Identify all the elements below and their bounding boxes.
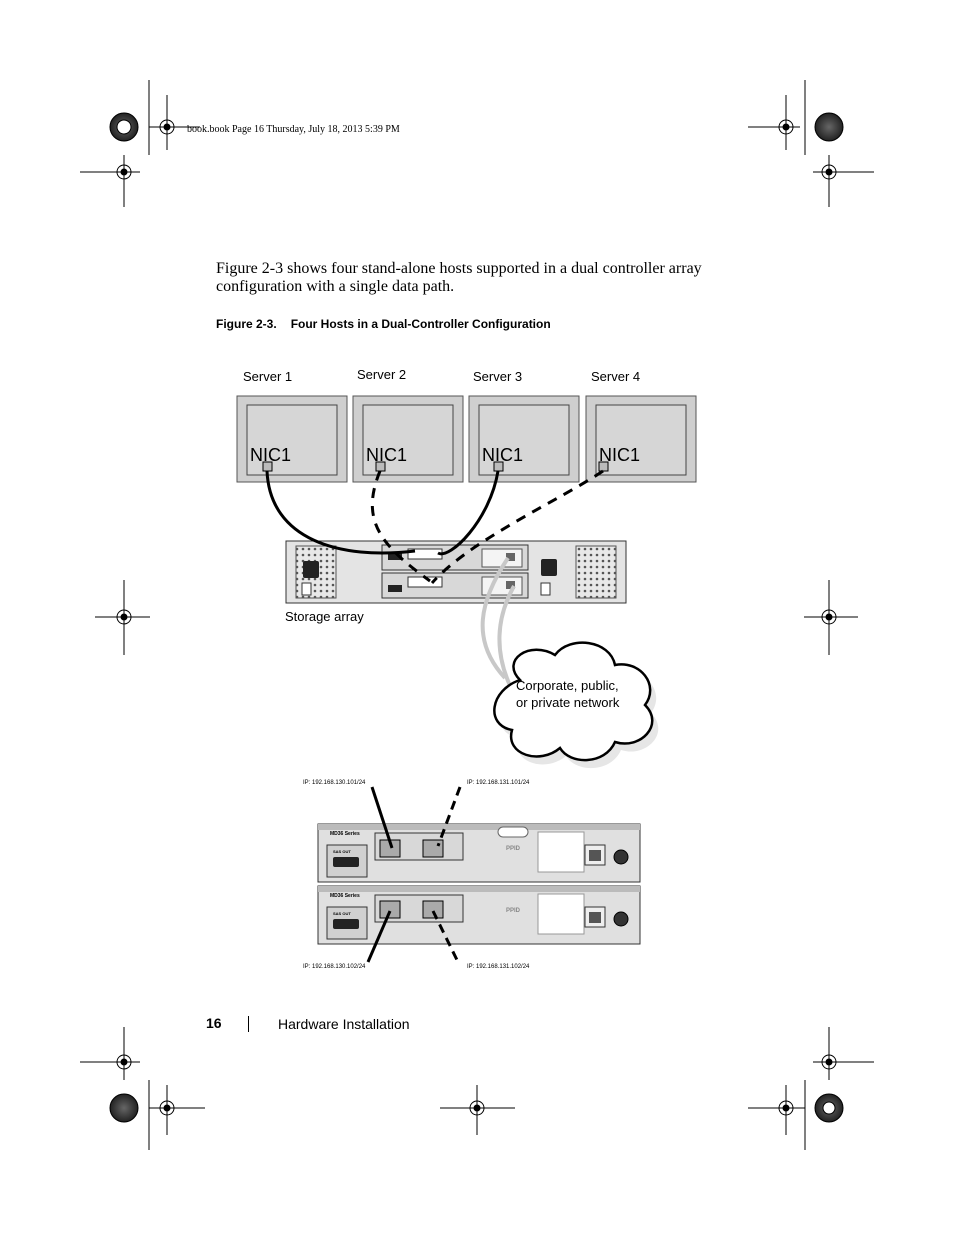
cable-server-1 — [265, 470, 416, 555]
crosshair-top-2 — [748, 95, 800, 150]
crosshair-bottom-1 — [149, 1085, 205, 1135]
crosshair-top-1 — [149, 95, 200, 150]
network-cloud-line2: or private network — [516, 695, 620, 710]
figure-caption: Figure 2-3. Four Hosts in a Dual-Controll… — [216, 317, 551, 331]
figure-title: Four Hosts in a Dual-Controller Configur… — [290, 317, 551, 331]
intro-paragraph: Figure 2-3 shows four stand-alone hosts … — [216, 260, 702, 295]
controller-bottom-sas-out-label: SAS OUT — [333, 911, 351, 916]
registration-marks — [80, 80, 874, 1150]
server-4-label: Server 4 — [591, 369, 640, 384]
controller-top-series-label: MD36 Series — [330, 831, 360, 837]
registration-starburst-top-right — [814, 112, 844, 142]
ip-bottom-left-label: IP: 192.168.130.102/24 — [303, 964, 366, 970]
header-stamp: book.book Page 16 Thursday, July 18, 201… — [187, 124, 400, 135]
ip-top-left-label: IP: 192.168.130.101/24 — [303, 780, 366, 786]
server-1-label: Server 1 — [243, 369, 292, 384]
footer-section-title: Hardware Installation — [278, 1016, 410, 1032]
server-3: NIC1 — [468, 395, 580, 483]
server-2-nic-port — [375, 461, 386, 472]
server-3-nic-port — [493, 461, 504, 472]
cable-server-4 — [430, 469, 604, 584]
crosshair-bottom-right — [813, 1027, 874, 1080]
controller-bottom-ppid-label: PPID — [506, 908, 521, 914]
controller-ip-leaders — [366, 786, 462, 963]
controller-top: MD36 Series SAS OUT PPID — [317, 823, 641, 883]
controller-bottom-series-label: MD36 Series — [330, 893, 360, 899]
server-4: NIC1 — [585, 395, 697, 483]
footer-divider — [248, 1016, 249, 1032]
controller-top-sas-out-label: SAS OUT — [333, 849, 351, 854]
cable-server-3 — [437, 470, 500, 556]
crosshair-top-left — [80, 155, 140, 207]
crosshair-bottom-center — [440, 1085, 515, 1135]
storage-array — [285, 540, 627, 604]
server-1-nic-label: NIC1 — [250, 445, 291, 465]
crosshair-mid-right — [804, 580, 858, 655]
server-4-nic-port — [598, 461, 609, 472]
server-1: NIC1 — [236, 395, 348, 483]
cable-server-2 — [370, 470, 431, 583]
registration-starburst-bottom-right — [814, 1093, 844, 1123]
ip-bottom-right-label: IP: 192.168.131.102/24 — [467, 964, 530, 970]
crosshair-top-right — [813, 155, 874, 207]
server-2-nic-label: NIC1 — [366, 445, 407, 465]
server-3-nic-label: NIC1 — [482, 445, 523, 465]
registration-starburst-bottom-left — [109, 1093, 139, 1123]
server-4-nic-label: NIC1 — [599, 445, 640, 465]
registration-starburst-top-left — [109, 112, 139, 142]
controller-top-ppid-label: PPID — [506, 846, 521, 852]
figure-number: Figure 2-3. — [216, 317, 277, 331]
network-cloud: Corporate, public, or private network — [493, 641, 659, 769]
crosshair-bottom-2 — [748, 1085, 805, 1135]
server-2: NIC1 — [352, 395, 464, 483]
crosshair-bottom-left — [80, 1027, 140, 1080]
page-number: 16 — [206, 1015, 222, 1031]
server-3-label: Server 3 — [473, 369, 522, 384]
controller-bottom: MD36 Series SAS OUT PPID — [317, 885, 641, 945]
server-2-label: Server 2 — [357, 367, 406, 382]
server-1-nic-port — [262, 461, 273, 472]
ip-top-right-label: IP: 192.168.131.101/24 — [467, 780, 530, 786]
storage-array-label: Storage array — [285, 609, 364, 624]
network-cables — [480, 556, 516, 691]
crosshair-mid-left — [95, 580, 150, 655]
host-cables — [265, 469, 604, 584]
network-cloud-line1: Corporate, public, — [516, 678, 619, 693]
